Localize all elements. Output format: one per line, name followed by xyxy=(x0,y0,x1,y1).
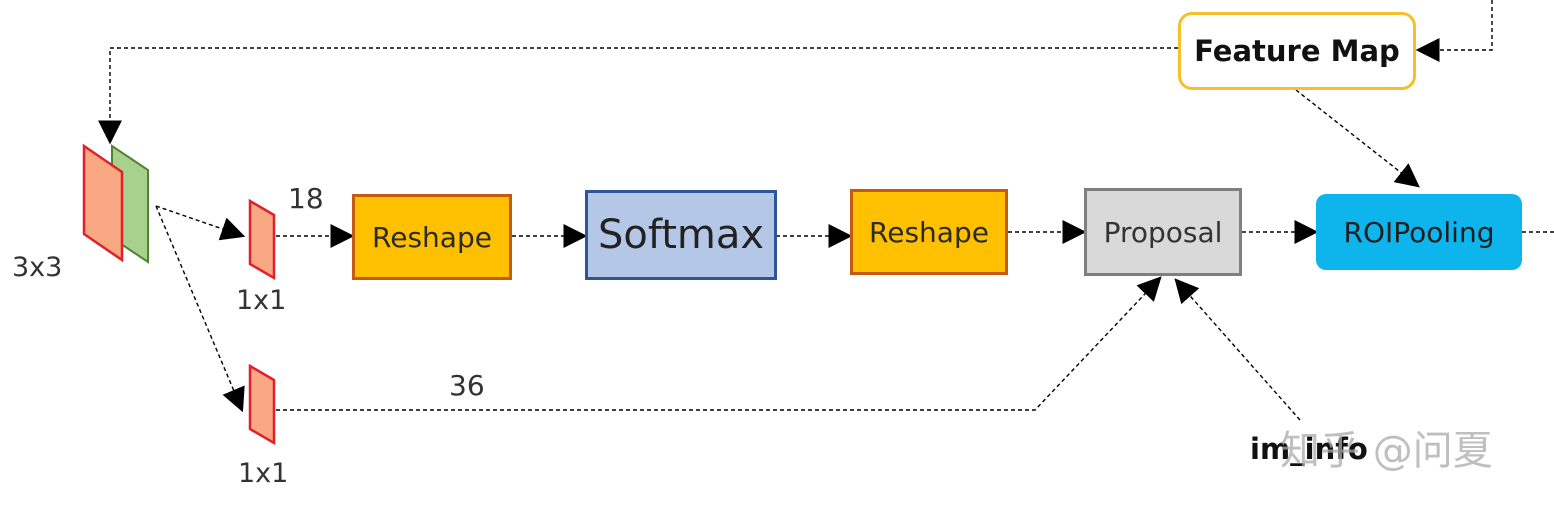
roi-pooling-box: ROIPooling xyxy=(1316,194,1522,270)
kernel-orange-slab xyxy=(82,143,124,263)
proposal-label: Proposal xyxy=(1103,215,1223,249)
kernel-size-label: 3x3 xyxy=(12,252,63,283)
proposal-box: Proposal xyxy=(1084,188,1242,276)
softmax-box: Softmax xyxy=(585,190,777,280)
arrow-top-into-featuremap xyxy=(1415,0,1493,62)
feature-map-label: Feature Map xyxy=(1194,34,1400,68)
arrow-conv-bottom-to-proposal xyxy=(276,276,1162,411)
reshape-2-label: Reshape xyxy=(869,215,989,249)
reshape-1-box: Reshape xyxy=(352,194,512,280)
conv-bottom-size-label: 1x1 xyxy=(238,458,289,489)
arrow-kernel-to-conv-top xyxy=(155,205,246,241)
conv1x1-top-slab xyxy=(248,198,276,281)
feature-map-box: Feature Map xyxy=(1178,12,1416,90)
channels-top-label: 18 xyxy=(288,182,324,215)
reshape-2-box: Reshape xyxy=(850,189,1008,275)
arrow-featuremap-to-roi xyxy=(1295,89,1420,188)
softmax-label: Softmax xyxy=(597,212,765,258)
watermark: 知乎 @问夏 xyxy=(1280,428,1493,474)
roi-pooling-label: ROIPooling xyxy=(1343,215,1495,249)
reshape-1-label: Reshape xyxy=(372,220,492,254)
arrow-kernel-to-conv-bottom xyxy=(155,205,245,413)
im-info-label: im_info xyxy=(1250,432,1368,466)
arrow-iminfo-to-proposal xyxy=(1174,278,1301,421)
conv1x1-bottom-slab xyxy=(248,363,276,446)
conv-top-size-label: 1x1 xyxy=(236,285,287,316)
arrow-featuremap-to-kernel xyxy=(98,47,1178,145)
channels-bottom-label: 36 xyxy=(449,369,485,402)
